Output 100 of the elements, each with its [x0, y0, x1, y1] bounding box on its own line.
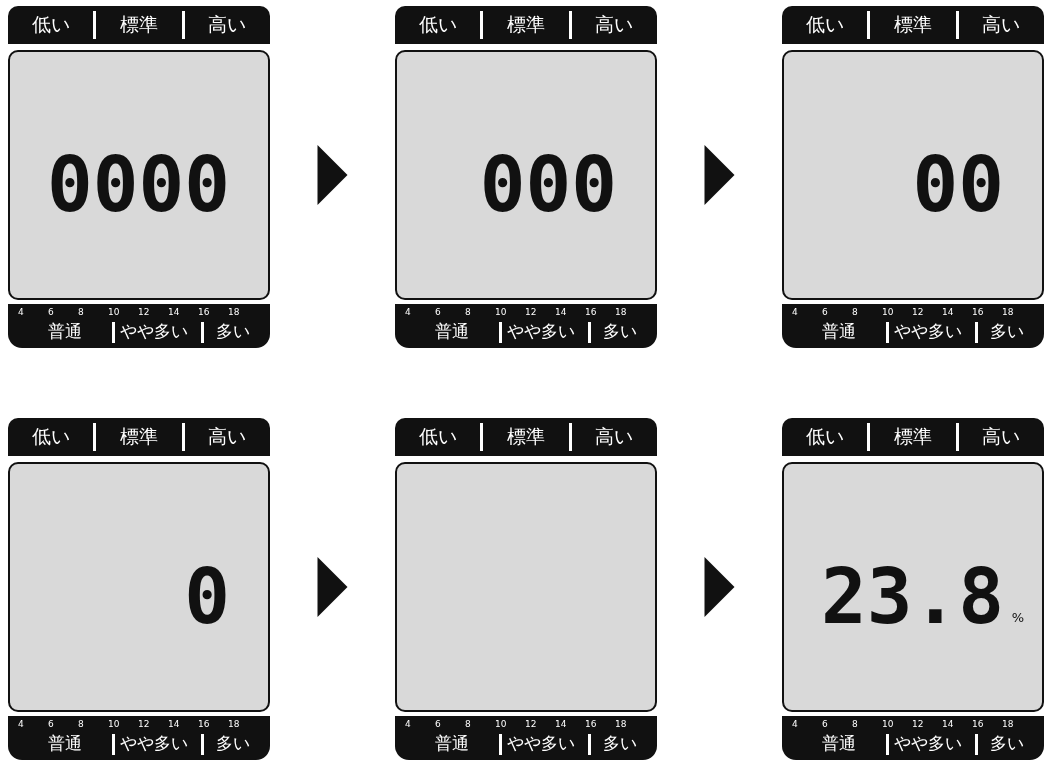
arrow	[317, 557, 348, 617]
header-label: 低い	[417, 12, 458, 37]
scale-number: 18	[1002, 307, 1014, 317]
lcd-digits: 00	[912, 147, 1004, 223]
scale-number: 6	[822, 307, 828, 317]
scale-number: 18	[615, 307, 627, 317]
scale-bar	[782, 304, 1044, 348]
scale-label: 普通	[435, 320, 469, 343]
scale-label: 多い	[990, 732, 1024, 755]
arrow	[317, 145, 348, 205]
scale-number: 12	[525, 307, 537, 317]
lcd-screen	[395, 462, 657, 712]
scale-number: 4	[405, 307, 411, 317]
scale-label: 普通	[822, 320, 856, 343]
header-label: 標準	[119, 12, 159, 37]
scale-label: 多い	[990, 320, 1024, 343]
scale-bar	[395, 304, 657, 348]
scale-number: 12	[912, 307, 924, 317]
lcd-digits: 000	[479, 147, 617, 223]
scale-number: 14	[168, 307, 180, 317]
scale-number: 10	[882, 307, 894, 317]
header-bar	[395, 418, 657, 456]
scale-number: 16	[972, 719, 984, 729]
scale-number: 6	[822, 719, 828, 729]
scale-label: 普通	[435, 732, 469, 755]
scale-number: 6	[48, 719, 54, 729]
scale-number: 18	[615, 719, 627, 729]
scale-label: 普通	[48, 320, 82, 343]
lcd-screen	[395, 50, 657, 300]
lcd-screen	[8, 50, 270, 300]
scale-label: 多い	[216, 320, 250, 343]
scale-number: 12	[912, 719, 924, 729]
scale-label: 普通	[48, 732, 82, 755]
header-label: 標準	[506, 424, 546, 449]
scale-number: 4	[792, 719, 798, 729]
scale-label: やや多い	[507, 320, 575, 343]
header-label: 標準	[893, 424, 933, 449]
scale-number: 16	[198, 307, 210, 317]
scale-number: 8	[465, 719, 471, 729]
header-label: 高い	[207, 424, 248, 449]
scale-number: 12	[138, 719, 150, 729]
scale-number: 14	[555, 307, 567, 317]
header-bar	[782, 6, 1044, 44]
scale-number: 8	[852, 719, 858, 729]
arrow	[704, 145, 735, 205]
scale-bar	[8, 304, 270, 348]
scale-number: 14	[942, 719, 954, 729]
scale-number: 14	[168, 719, 180, 729]
scale-number: 8	[465, 307, 471, 317]
scale-label: やや多い	[894, 320, 962, 343]
lcd-screen	[8, 462, 270, 712]
scale-label: やや多い	[120, 732, 188, 755]
header-label: 低い	[417, 424, 458, 449]
header-label: 高い	[207, 12, 248, 37]
scale-number: 18	[1002, 719, 1014, 729]
scale-number: 8	[852, 307, 858, 317]
header-label: 高い	[594, 12, 635, 37]
header-label: 標準	[893, 12, 933, 37]
scale-label: やや多い	[894, 732, 962, 755]
scale-number: 18	[228, 307, 240, 317]
scale-number: 10	[108, 719, 120, 729]
scale-number: 4	[18, 719, 24, 729]
scale-bar	[395, 716, 657, 760]
scale-number: 4	[405, 719, 411, 729]
scale-number: 6	[48, 307, 54, 317]
scale-number: 14	[555, 719, 567, 729]
scale-label: 多い	[603, 732, 637, 755]
header-bar	[8, 418, 270, 456]
scale-number: 16	[198, 719, 210, 729]
scale-label: 普通	[822, 732, 856, 755]
scale-number: 6	[435, 307, 441, 317]
header-bar	[395, 6, 657, 44]
header-label: 低い	[30, 424, 71, 449]
scale-number: 10	[108, 307, 120, 317]
scale-number: 4	[18, 307, 24, 317]
header-label: 低い	[804, 12, 845, 37]
scale-number: 16	[585, 719, 597, 729]
scale-number: 10	[495, 719, 507, 729]
scale-label: 多い	[216, 732, 250, 755]
scale-number: 8	[78, 307, 84, 317]
header-label: 低い	[30, 12, 71, 37]
header-label: 標準	[119, 424, 159, 449]
lcd-digits: 0	[184, 559, 230, 635]
scale-number: 8	[78, 719, 84, 729]
header-label: 高い	[981, 12, 1022, 37]
scale-number: 10	[882, 719, 894, 729]
arrow	[704, 557, 735, 617]
scale-number: 14	[942, 307, 954, 317]
scale-bar	[782, 716, 1044, 760]
lcd-digits: 0000	[46, 147, 230, 223]
header-label: 高い	[981, 424, 1022, 449]
header-bar	[782, 418, 1044, 456]
scale-number: 6	[435, 719, 441, 729]
scale-number: 16	[585, 307, 597, 317]
header-label: 高い	[594, 424, 635, 449]
scale-number: 12	[525, 719, 537, 729]
scale-bar	[8, 716, 270, 760]
lcd-screen	[782, 50, 1044, 300]
scale-number: 10	[495, 307, 507, 317]
unit-label: %	[1011, 610, 1024, 625]
